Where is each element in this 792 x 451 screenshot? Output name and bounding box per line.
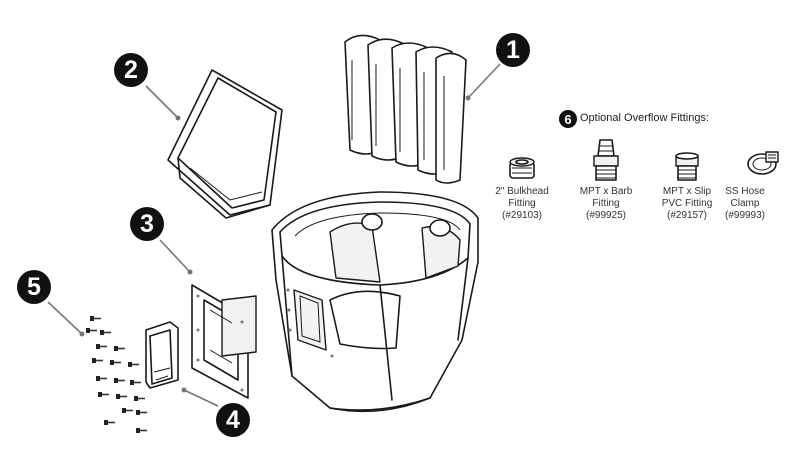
fitting-label-line: Fitting (508, 198, 536, 209)
fitting-label-line: (#99925) (585, 210, 627, 221)
screw-icon (86, 328, 97, 333)
callout-3-badge: 3 (130, 207, 164, 241)
fitting-label-line: (#29157) (666, 210, 708, 221)
screw-icon (90, 316, 101, 321)
fitting-label-slip-pvc: MPT x Slip PVC Fitting (#29157) (642, 186, 732, 222)
screw-icon (122, 408, 133, 413)
screw-icon (116, 394, 127, 399)
main-reservoir-tank (271, 191, 479, 413)
fitting-bulkhead-icon (509, 157, 535, 179)
fitting-label-line: (#29103) (501, 210, 543, 221)
fitting-label-line: (#99993) (724, 210, 766, 221)
callout-2-badge: 2 (114, 53, 148, 87)
screw-icon (96, 376, 107, 381)
fitting-label-line: Fitting (592, 198, 620, 209)
fitting-barb-icon (593, 139, 619, 181)
screw-icon (136, 410, 147, 415)
screw-icon (96, 344, 107, 349)
fitting-slip-pvc-icon (675, 152, 699, 181)
fitting-label-barb: MPT x Barb Fitting (#99925) (561, 186, 651, 222)
screw-icon (136, 428, 147, 433)
fitting-label-bulkhead: 2" Bulkhead Fitting (#29103) (477, 186, 567, 222)
callout-6-badge: 6 (559, 110, 577, 128)
part-2-funnel-chute (167, 69, 283, 219)
fitting-label-line: Clamp (730, 198, 760, 209)
screw-icon (104, 420, 115, 425)
screw-icon (110, 360, 121, 365)
screw-icon (92, 358, 103, 363)
screw-icon (134, 396, 145, 401)
fitting-label-line: MPT x Barb (579, 186, 633, 197)
screw-icon (114, 346, 125, 351)
screw-icon (114, 378, 125, 383)
fitting-hose-clamp-icon (747, 151, 779, 175)
part-1-filter-cartridges (344, 34, 467, 184)
fitting-label-line: MPT x Slip (662, 186, 712, 197)
fitting-label-line: 2" Bulkhead (495, 186, 549, 197)
screw-icon (100, 330, 111, 335)
fitting-label-line: SS Hose (725, 186, 765, 197)
leader-lines (47, 63, 501, 407)
fitting-label-hose-clamp: SS Hose Clamp (#99993) (700, 186, 790, 222)
callout-1-badge: 1 (496, 33, 530, 67)
fitting-label-line: PVC Fitting (661, 198, 713, 209)
screw-icon (98, 392, 109, 397)
screw-icon (128, 362, 139, 367)
part-4-bracket (145, 321, 179, 389)
screw-icon (130, 380, 141, 385)
part-3-weir-flange (191, 284, 257, 399)
callout-5-badge: 5 (17, 270, 51, 304)
callout-4-badge: 4 (216, 403, 250, 437)
part-5-screws (86, 316, 147, 433)
overflow-fittings-title: Optional Overflow Fittings: (580, 112, 709, 124)
